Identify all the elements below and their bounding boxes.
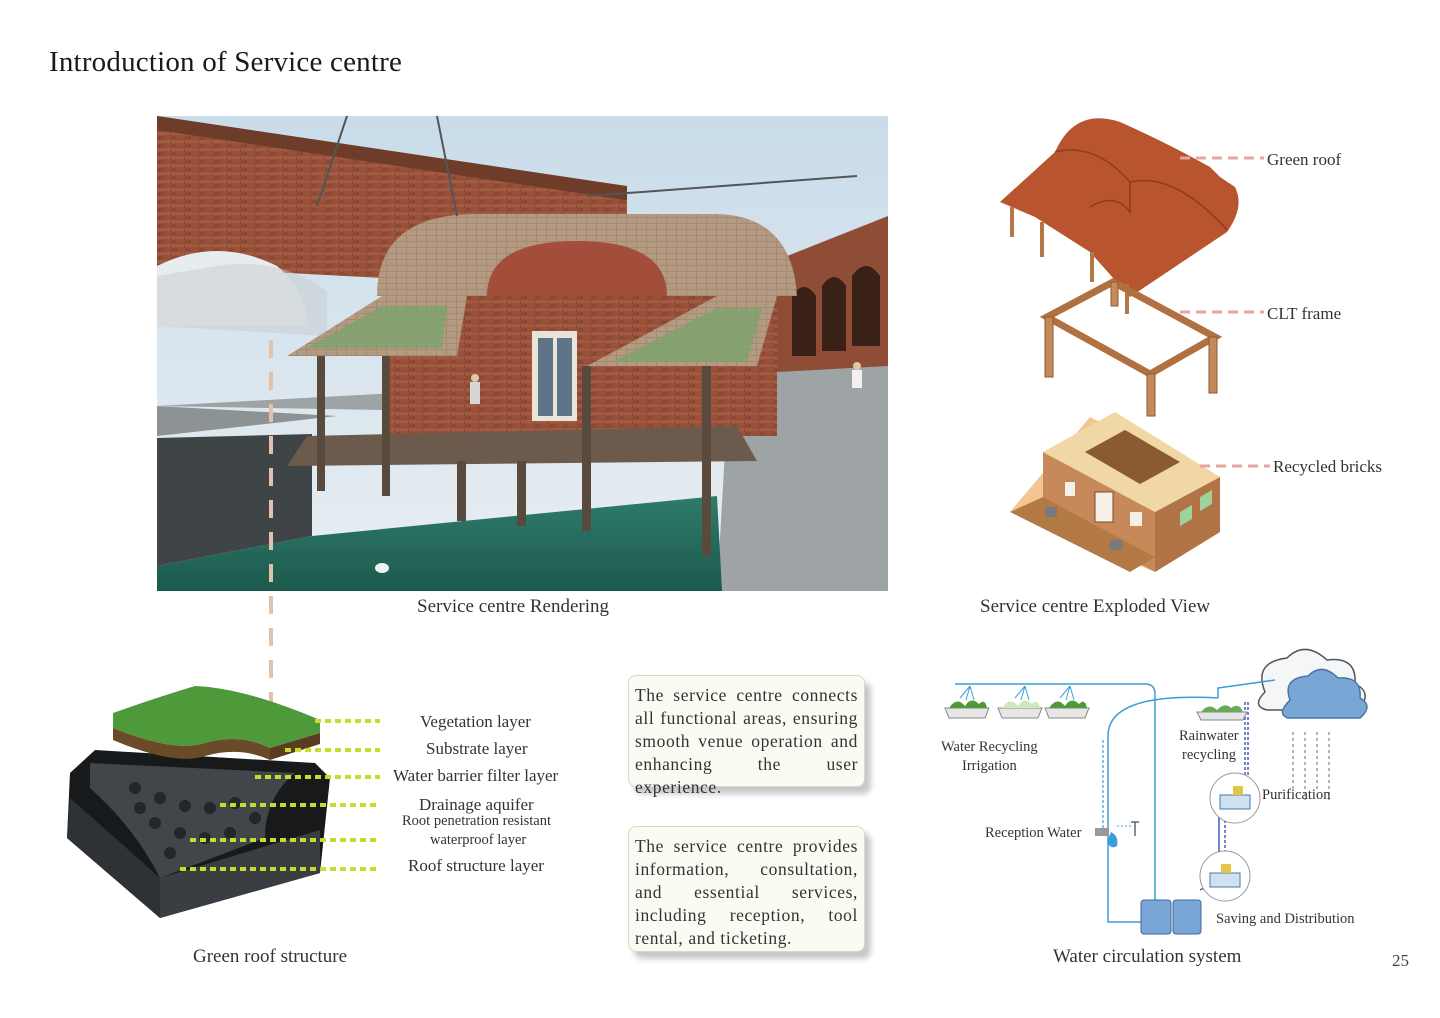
layer-vegetation: Vegetation layer	[420, 712, 531, 731]
layer-root-resistant-1: Root penetration resistant	[402, 813, 551, 829]
label-reception-water: Reception Water	[985, 825, 1082, 841]
exploded-leader-lines	[1180, 156, 1270, 468]
layer-substrate: Substrate layer	[426, 739, 528, 758]
note-connects: The service centre connects all function…	[628, 675, 865, 797]
water-caption: Water circulation system	[1053, 946, 1242, 967]
exploded-view-diagram	[1000, 118, 1239, 572]
rendering-caption: Service centre Rendering	[417, 596, 610, 617]
label-irrigation: Irrigation	[962, 758, 1017, 774]
layer-roof-structure: Roof structure layer	[408, 856, 544, 875]
exploded-caption: Service centre Exploded View	[980, 596, 1211, 617]
layer-root-resistant-2: waterproof layer	[430, 832, 527, 848]
layer-water-barrier: Water barrier filter layer	[393, 766, 559, 785]
service-centre-rendering	[157, 115, 888, 591]
label-purification: Purification	[1262, 787, 1331, 803]
layer-drainage: Drainage aquifer	[419, 795, 534, 814]
label-clt-frame: CLT frame	[1267, 304, 1342, 323]
page-title: Introduction of Service centre	[49, 46, 403, 78]
label-saving-distribution: Saving and Distribution	[1216, 911, 1355, 927]
note-services: The service centre provides information,…	[628, 826, 865, 952]
label-rainwater: Rainwater	[1179, 728, 1239, 744]
label-green-roof: Green roof	[1267, 150, 1342, 169]
water-circulation-diagram	[944, 648, 1368, 935]
green-roof-leader-lines	[180, 719, 380, 871]
label-water-recycling: Water Recycling	[941, 739, 1038, 755]
label-recycled-bricks: Recycled bricks	[1273, 457, 1383, 476]
green-roof-caption: Green roof structure	[193, 946, 348, 967]
green-roof-section	[67, 686, 330, 918]
page-number: 25	[1392, 951, 1409, 970]
vertical-connector-line	[269, 340, 273, 720]
label-recycling: recycling	[1182, 747, 1236, 763]
